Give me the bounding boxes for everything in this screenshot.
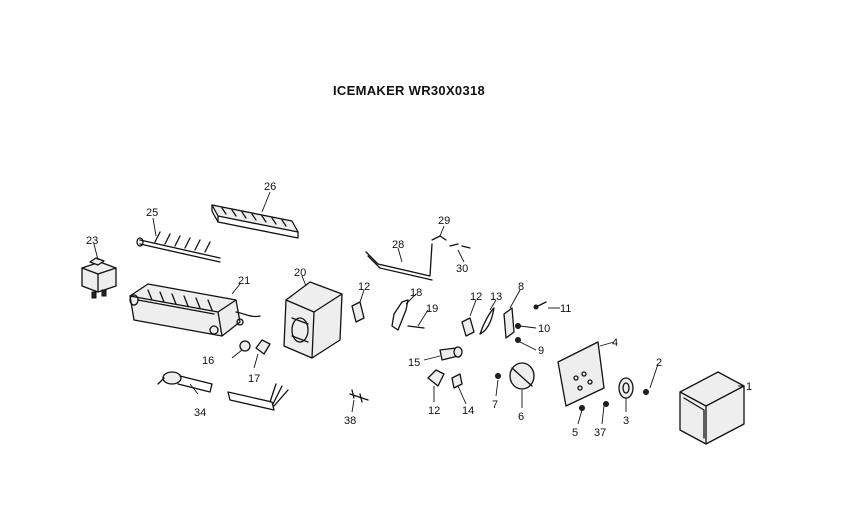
callout-6: 6 [518,411,524,423]
part-7-screw [495,373,501,379]
part-29-spring [431,235,447,241]
part-14-clip [451,373,463,389]
callout-13: 13 [490,291,502,303]
part-26-cover-bar [211,204,299,239]
callout-19: 19 [426,303,438,315]
part-12-upper [351,301,365,323]
callout-26: 26 [264,181,276,193]
callout-15: 15 [408,357,420,369]
callout-34: 34 [194,407,206,419]
part-34-harness [157,371,213,393]
part-19-screw [407,325,425,329]
part-23-valve [81,257,117,299]
part-28-shutoff-arm [365,243,433,281]
callout-12-upper: 12 [358,281,370,293]
callout-17: 17 [248,373,260,385]
part-6-motor [509,362,535,390]
callout-18: 18 [410,287,422,299]
callout-7: 7 [492,399,498,411]
part-30-pin [449,243,471,249]
part-2-screw [643,389,649,395]
part-16-bushing [239,340,251,352]
part-10-screw [515,323,521,329]
callout-12-lower: 12 [428,405,440,417]
part-9-screw [515,337,521,343]
part-11-screw [533,301,547,310]
callout-3: 3 [623,415,629,427]
part-15-thermostat [439,346,463,361]
part-12-mid [461,317,475,337]
callout-9: 9 [538,345,544,357]
callout-37: 37 [594,427,606,439]
part-37-screw [603,401,609,407]
part-21-mold-body [129,283,261,337]
part-20-housing [283,281,343,359]
part-3-gear [618,377,634,399]
part-38-pin [349,389,369,403]
callout-38: 38 [344,415,356,427]
callout-23: 23 [86,235,98,247]
part-4-mounting-plate [557,341,605,407]
leader-lines [93,191,744,425]
part-1-cover [679,371,745,445]
callout-29: 29 [438,215,450,227]
part-5-screw [579,405,585,411]
part-8-bracket [503,307,515,339]
callout-12-mid: 12 [470,291,482,303]
callout-21: 21 [238,275,250,287]
callout-10: 10 [538,323,550,335]
part-12-lower [427,369,445,387]
callout-25: 25 [146,207,158,219]
callout-2: 2 [656,357,662,369]
part-25-ejector [136,231,221,263]
diagram-title: ICEMAKER WR30X0318 [333,83,485,98]
callout-20: 20 [294,267,306,279]
callout-1: 1 [746,381,752,393]
callout-11: 11 [560,303,571,315]
callout-16: 16 [202,355,214,367]
callout-8: 8 [518,281,524,293]
part-18-lever [391,299,409,331]
callout-4: 4 [612,337,618,349]
callout-28: 28 [392,239,404,251]
part-wire-lead [227,383,289,411]
part-17-clip [255,339,271,355]
callout-labels: 1 2 3 4 5 6 7 8 9 10 11 12 12 12 13 14 1… [86,181,752,439]
part-13-spring [479,307,495,335]
callout-14: 14 [462,405,474,417]
callout-30: 30 [456,263,468,275]
callout-5: 5 [572,427,578,439]
